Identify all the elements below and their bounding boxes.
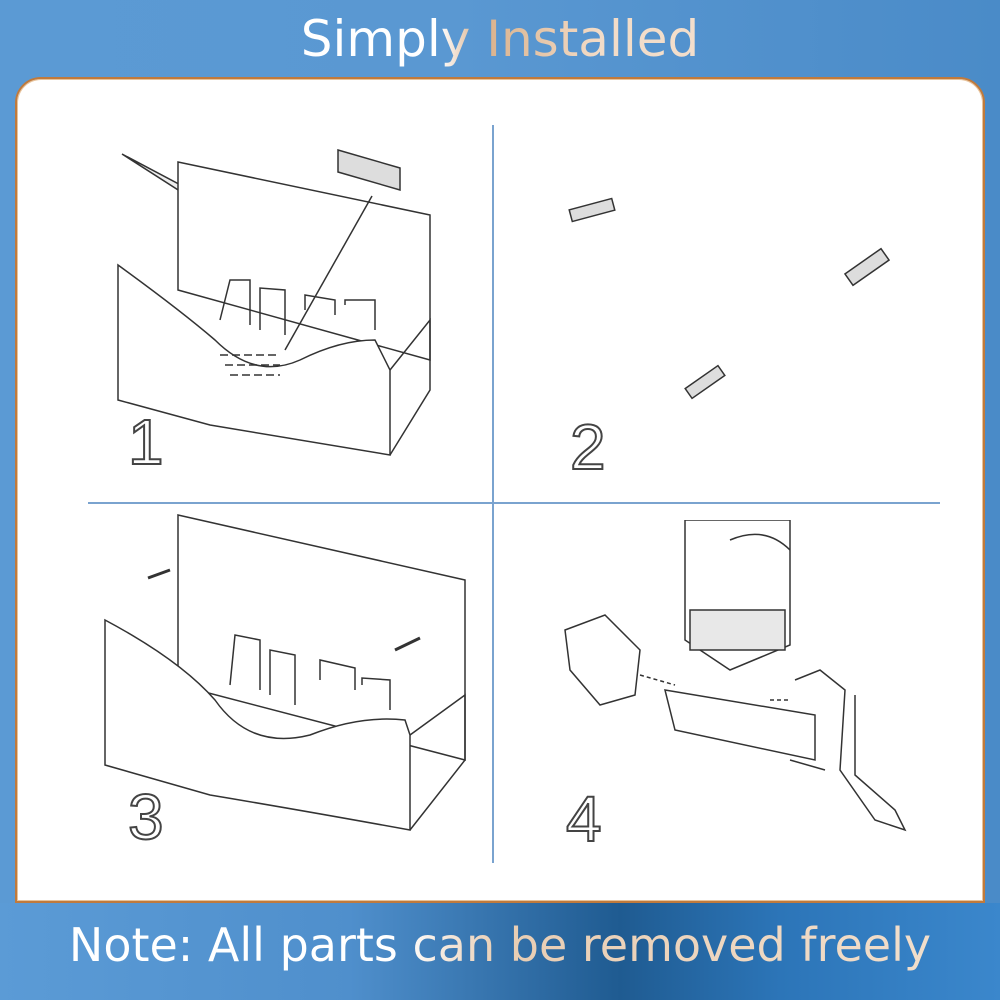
hook-icon — [794, 669, 907, 832]
step-number: 4 — [565, 782, 603, 856]
step-1-illustration — [117, 149, 431, 456]
note-text: Note: All parts can be removed freely — [0, 918, 1000, 972]
wall-anchor-icon — [843, 247, 891, 287]
wall-anchor-icon — [684, 364, 726, 400]
step-number: 2 — [569, 410, 607, 484]
step-2-illustration — [568, 197, 891, 400]
step-4-illustration — [564, 520, 907, 832]
wall-anchors-icon — [337, 149, 401, 191]
step-3-illustration — [104, 514, 466, 831]
screw-icon — [147, 568, 171, 580]
horizontal-divider — [88, 502, 940, 504]
wall-anchor-icon — [568, 197, 616, 223]
page-title: Simply Installed — [0, 10, 1000, 68]
controller-holder-icon — [564, 614, 641, 706]
screw-icon — [394, 636, 421, 652]
vertical-divider — [492, 125, 494, 863]
step-number: 3 — [127, 780, 165, 854]
step-number: 1 — [127, 405, 165, 479]
note-band — [0, 903, 1000, 1000]
